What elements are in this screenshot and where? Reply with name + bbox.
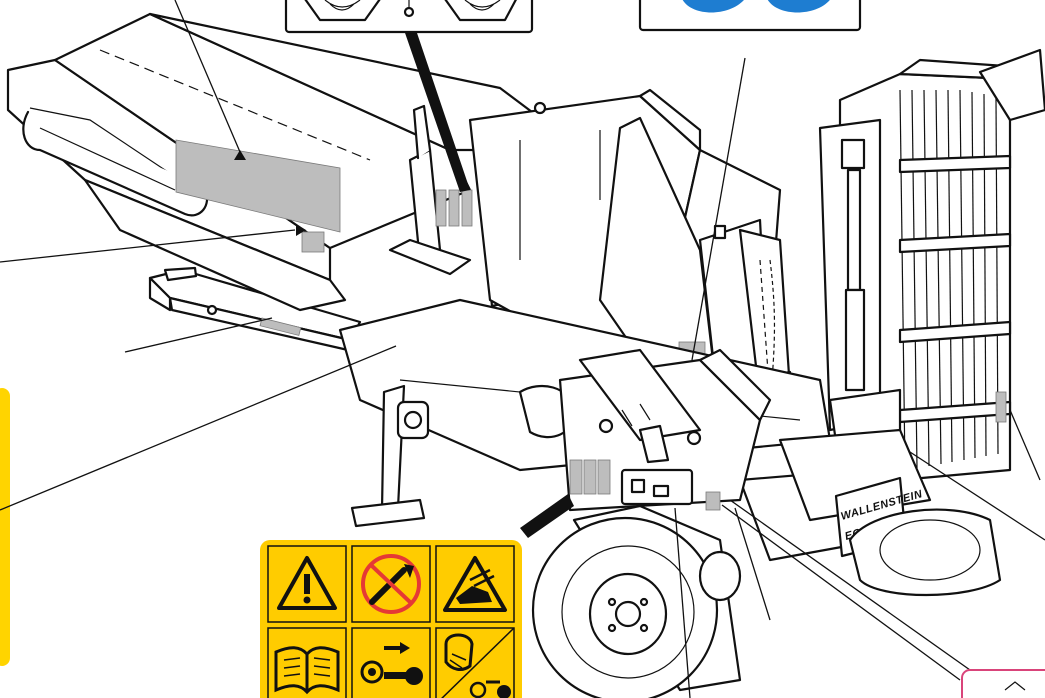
blue-mandatory-panel [638,0,862,32]
control-box [558,348,772,512]
wheel-assembly [531,504,742,698]
warning-triangle-icon [277,556,337,610]
pink-callout-box [961,669,1045,698]
rear-wheel [848,508,1002,597]
yellow-safety-decal-panel [260,540,522,698]
remove-key-icon [360,642,423,685]
manual-book-icon [274,646,340,695]
hand-crush-icon [443,556,507,612]
feed-hopper [6,12,542,312]
jack-stand [350,384,430,528]
no-wrench-icon [361,554,421,614]
face-shield-key-icon [441,627,515,698]
drum-cage [838,48,1045,482]
left-yellow-decal-strip [0,388,10,666]
gear-pictogram-panel [284,0,534,34]
